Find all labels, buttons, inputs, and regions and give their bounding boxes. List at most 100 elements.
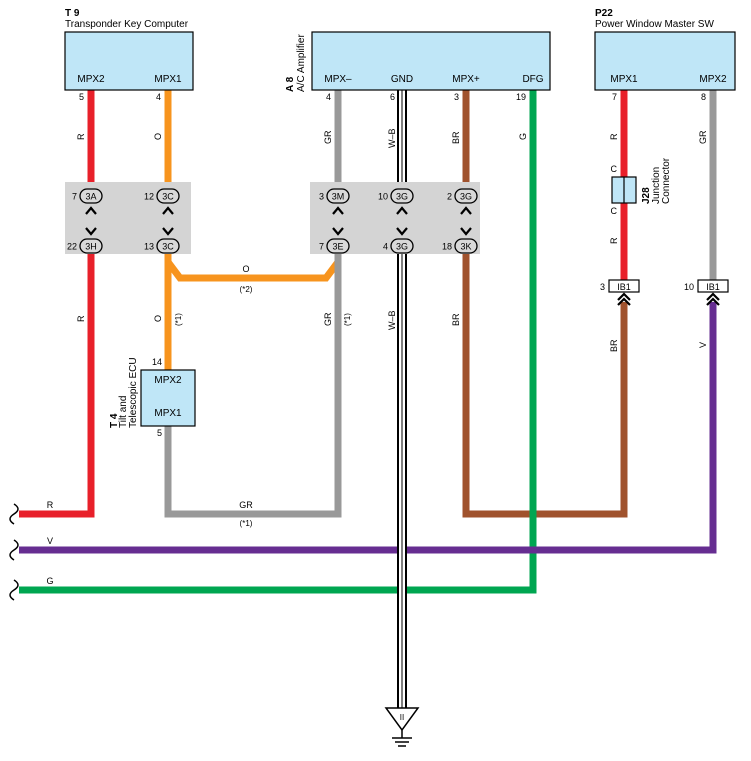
junction-top-label-1: 3C	[162, 192, 174, 202]
junction-bottom-arrow-3	[396, 227, 408, 236]
t9-code: T 9	[65, 8, 80, 19]
ib1-left-label: IB1	[617, 282, 631, 292]
p22-name: Power Window Master SW	[595, 19, 714, 30]
junction-top-num-2: 3	[319, 192, 324, 202]
junction-top-arrow-2	[332, 206, 344, 215]
junction-top-label-2: 3M	[332, 192, 345, 202]
ib1-left-box	[608, 279, 640, 293]
wl-wb-mid: W–B	[387, 310, 397, 330]
wl-p22-mpx1-top: R	[609, 133, 619, 140]
wl-br-mid: BR	[451, 313, 461, 326]
a8-num-mpxm: 4	[326, 92, 331, 102]
t4-pin-mpx2: MPX2	[154, 375, 182, 386]
ground-symbol	[384, 707, 420, 747]
j28-pin-top: C	[611, 164, 618, 174]
junction-bottom-pin-0	[79, 238, 103, 254]
a8-code: A 8	[285, 76, 296, 92]
a8-pin-mpxm: MPX–	[324, 74, 352, 85]
wl-a8-dfg-top: G	[518, 133, 528, 140]
t4-code: T 4	[109, 413, 120, 428]
a8-pin-dfg: DFG	[522, 74, 543, 85]
junction-bottom-label-4: 3K	[460, 242, 471, 252]
a8-box	[311, 31, 551, 91]
junction-bottom-num-1: 13	[144, 242, 154, 252]
ib1-right-num: 10	[684, 282, 694, 292]
junction-top-arrow-1	[162, 206, 174, 215]
junction-top-num-3: 10	[378, 192, 388, 202]
t4-pin-mpx1: MPX1	[154, 408, 182, 419]
wl-p22-mpx1-mid: R	[609, 237, 619, 244]
t4-name-line1: Tilt and	[118, 396, 129, 428]
wl-gray-vertical: GR	[323, 312, 333, 326]
wl-a8-gnd-top: W–B	[387, 128, 397, 148]
junction-bottom-num-4: 18	[442, 242, 452, 252]
j28-name-line1: Junction	[651, 167, 662, 204]
j28-connector	[611, 176, 637, 204]
p22-pin-mpx1: MPX1	[610, 74, 638, 85]
junction-bottom-label-0: 3H	[85, 242, 97, 252]
ib1-right-chevron	[706, 292, 720, 306]
junction-top-label-3: 3G	[396, 192, 408, 202]
junction-bottom-arrow-4	[460, 227, 472, 236]
wl-left-red: R	[47, 500, 54, 510]
junction-top-num-0: 7	[72, 192, 77, 202]
junction-bottom-num-3: 4	[383, 242, 388, 252]
wl-orange-vertical-note: (*1)	[174, 313, 183, 326]
wire-labels: R O GR W–B BR G R GR R R O (*1) GR (*1) …	[46, 128, 708, 586]
ground-symbol-label: II	[400, 713, 404, 722]
wl-t9-mpx2-top: R	[76, 133, 86, 140]
junction-top-pin-2	[326, 188, 350, 204]
junction-bottom-arrow-0	[85, 227, 97, 236]
a8-num-dfg: 19	[516, 92, 526, 102]
junction-top-num-4: 2	[447, 192, 452, 202]
junction-bottom-pin-1	[156, 238, 180, 254]
t4-name-line2: Telescopic ECU	[128, 357, 139, 428]
junction-bottom-num-0: 22	[67, 242, 77, 252]
junction-top-num-1: 12	[144, 192, 154, 202]
wl-br-right: BR	[609, 339, 619, 352]
p22-code: P22	[595, 8, 613, 19]
junction-top-arrow-0	[85, 206, 97, 215]
wl-t9-mpx1-top: O	[153, 133, 163, 140]
t4-box	[140, 369, 196, 427]
wl-p22-mpx2-top: GR	[698, 130, 708, 144]
wire-green-a8-dfg	[19, 90, 537, 594]
wire-break-marks	[9, 503, 19, 601]
wire-red-t9-mpx2	[19, 90, 95, 518]
junction-bottom-arrow-2	[332, 227, 344, 236]
junction-bottom-pin-2	[326, 238, 350, 254]
p22-box	[594, 31, 736, 91]
wl-a8-mpxp-top: BR	[451, 131, 461, 144]
a8-num-mpxp: 3	[454, 92, 459, 102]
wire-brown-a8-mpxp	[462, 90, 628, 518]
t9-pin-mpx1: MPX1	[154, 74, 182, 85]
junction-top-pin-3	[390, 188, 414, 204]
wl-red-left-mid: R	[76, 315, 86, 322]
wl-left-purple: V	[47, 536, 53, 546]
junction-bottom-label-1: 3C	[162, 242, 174, 252]
a8-num-gnd: 6	[390, 92, 395, 102]
junction-top-pin-0	[79, 188, 103, 204]
junction-top-pin-1	[156, 188, 180, 204]
a8-pin-gnd: GND	[391, 74, 413, 85]
junction-bottom-arrow-1	[162, 227, 174, 236]
p22-num-mpx1: 7	[612, 92, 617, 102]
junction-top-label-0: 3A	[85, 192, 96, 202]
t9-box	[64, 31, 194, 91]
wl-orange-vertical: O	[153, 315, 163, 322]
junction-top-pin-4	[454, 188, 478, 204]
junction-bottom-num-2: 7	[319, 242, 324, 252]
wl-gray-vertical-note: (*1)	[343, 313, 352, 326]
junction-bottom-label-2: 3E	[332, 242, 343, 252]
ib1-left-chevron	[617, 292, 631, 306]
t4-num-mpx2: 14	[152, 357, 162, 367]
wire-orange-branch	[165, 259, 341, 282]
junction-top-label-4: 3G	[460, 192, 472, 202]
ib1-right-box	[697, 279, 729, 293]
wl-a8-mpxm-top: GR	[323, 130, 333, 144]
j28-pin-bottom: C	[611, 206, 618, 216]
junction-bottom-pin-3	[390, 238, 414, 254]
junction-bottom-pin-4	[454, 238, 478, 254]
